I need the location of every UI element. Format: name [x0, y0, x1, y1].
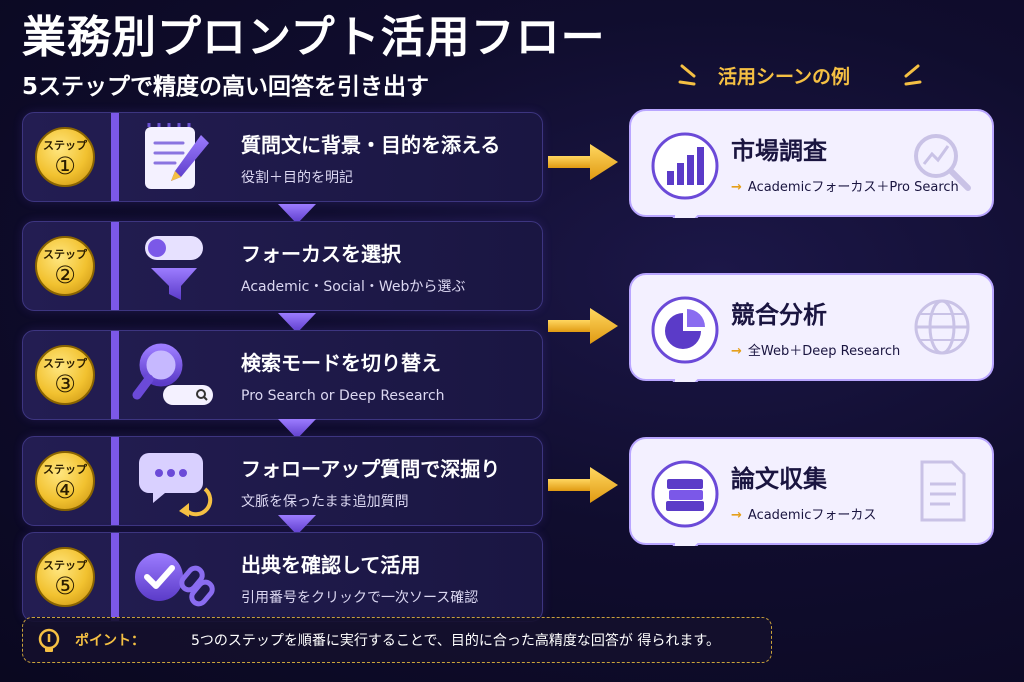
spark-lines-icon [678, 64, 696, 86]
step-badge-label: ステップ [43, 559, 87, 572]
step-4: ステップ ④ フォローアップ質問で深掘り 文脈を保ったまま追加質問 [22, 436, 543, 526]
step-badge-number: ③ [54, 370, 76, 398]
scene-card-competitor-analysis: 競合分析 → 全Web＋Deep Research [628, 272, 995, 382]
step-title: 検索モードを切り替え [241, 351, 441, 375]
scene-title: 市場調査 [731, 137, 827, 165]
step-badge-number: ② [54, 261, 76, 289]
document-icon [920, 460, 966, 522]
pie-chart-icon [651, 296, 719, 364]
step-badge-label: ステップ [43, 463, 87, 476]
arrow-icon: → [731, 344, 742, 359]
step-subtitle: Pro Search or Deep Research [241, 388, 445, 404]
scene-detail-text: Academicフォーカス＋Pro Search [747, 180, 959, 195]
scene-title: 論文収集 [731, 465, 827, 493]
globe-icon [914, 299, 970, 355]
step-5: ステップ ⑤ 出典を確認して活用 引用番号をクリックで一次ソース確認 [22, 532, 543, 622]
right-arrow-icon [548, 308, 618, 344]
step-badge-label: ステップ [43, 248, 87, 261]
step-title: 出典を確認して活用 [241, 553, 421, 577]
arrow-icon: → [731, 508, 742, 523]
step-rail [111, 331, 119, 419]
step-badge-number: ④ [54, 476, 76, 504]
chat-bubble-icon [139, 453, 213, 517]
step-badge-label: ステップ [43, 139, 87, 152]
step-subtitle: 引用番号をクリックで一次ソース確認 [241, 590, 479, 606]
step-2: ステップ ② フォーカスを選択 Academic・Social・Webから選ぶ [22, 221, 543, 311]
down-arrow-icon [278, 515, 316, 535]
scenes-title: 活用シーンの例 [718, 66, 851, 88]
lightbulb-icon [38, 628, 60, 652]
scene-detail-text: 全Web＋Deep Research [747, 344, 901, 359]
step-rail [111, 222, 119, 310]
step-rail [111, 113, 119, 201]
step-badge: ステップ ④ [35, 451, 95, 511]
magnifier-search-icon [132, 343, 213, 405]
down-arrow-icon [278, 313, 316, 333]
step-1: ステップ ① 質問文に背景・目的を添える 役割＋目的を明記 [22, 112, 543, 202]
spark-lines-icon [904, 64, 922, 86]
step-badge-label: ステップ [43, 357, 87, 370]
step-rail [111, 437, 119, 525]
point-label: ポイント： [75, 633, 145, 649]
scene-card-market-research: 市場調査 → Academicフォーカス＋Pro Search [628, 108, 995, 218]
step-3: ステップ ③ 検索モードを切り替え Pro Search or Deep Res… [22, 330, 543, 420]
step-badge: ステップ ① [35, 127, 95, 187]
scene-title: 競合分析 [731, 301, 827, 329]
page-subtitle: 5ステップで精度の高い回答を引き出す [22, 74, 430, 100]
step-title: フォーカスを選択 [241, 242, 401, 266]
scene-detail-text: Academicフォーカス [747, 508, 877, 523]
arrow-icon: → [731, 180, 742, 195]
speech-bubble [629, 109, 994, 218]
notepad-pencil-icon [145, 123, 209, 189]
down-arrow-icon [278, 419, 316, 439]
books-icon [651, 460, 719, 528]
page-title: 業務別プロンプト活用フロー [22, 12, 606, 63]
point-text: 5つのステップを順番に実行することで、目的に合った高精度な回答が 得られます。 [191, 633, 720, 649]
bar-chart-icon [651, 132, 719, 200]
step-badge-number: ⑤ [54, 572, 76, 600]
step-badge: ステップ ⑤ [35, 547, 95, 607]
step-title: 質問文に背景・目的を添える [241, 133, 501, 157]
step-rail [111, 533, 119, 621]
point-banner: ポイント： 5つのステップを順番に実行することで、目的に合った高精度な回答が 得… [22, 617, 772, 663]
magnifier-chart-icon [914, 134, 971, 191]
scene-detail: → Academicフォーカス [731, 507, 876, 525]
step-badge: ステップ ② [35, 236, 95, 296]
step-subtitle: 役割＋目的を明記 [241, 170, 353, 186]
speech-bubble [629, 437, 994, 546]
right-arrow-icon [548, 144, 618, 180]
toggle-funnel-icon [145, 236, 203, 300]
scene-detail: → Academicフォーカス＋Pro Search [731, 179, 959, 197]
step-badge-number: ① [54, 152, 76, 180]
right-arrow-icon [548, 467, 618, 503]
step-badge: ステップ ③ [35, 345, 95, 405]
step-subtitle: 文脈を保ったまま追加質問 [241, 494, 409, 510]
scene-card-paper-collection: 論文収集 → Academicフォーカス [628, 436, 995, 546]
speech-bubble [629, 273, 994, 382]
check-link-icon [135, 553, 215, 607]
down-arrow-icon [278, 204, 316, 224]
scene-detail: → 全Web＋Deep Research [731, 343, 900, 361]
step-title: フォローアップ質問で深掘り [241, 457, 501, 481]
step-subtitle: Academic・Social・Webから選ぶ [241, 279, 466, 295]
